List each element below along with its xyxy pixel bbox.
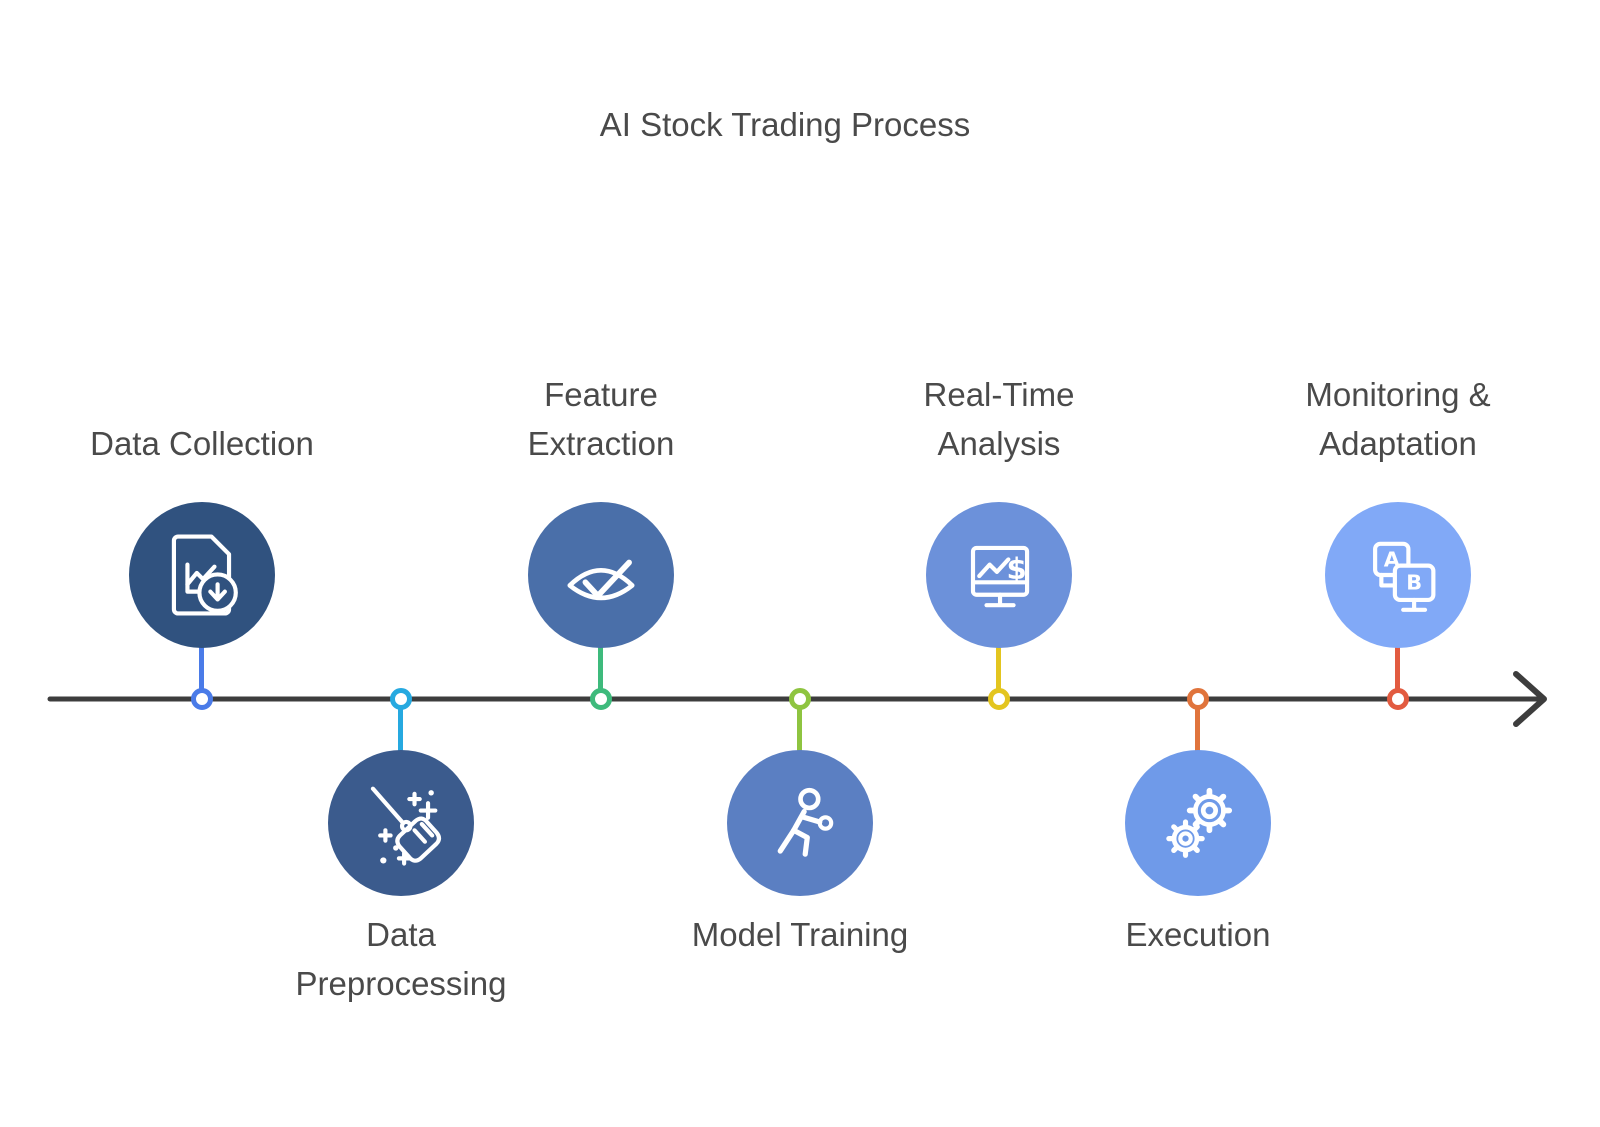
stage-icon-circle-data-collection bbox=[129, 502, 275, 648]
stage-icon-circle-feature-extraction bbox=[528, 502, 674, 648]
stage-label-data-collection: Data Collection bbox=[90, 425, 314, 462]
timeline-node bbox=[590, 688, 612, 710]
timeline-node bbox=[191, 688, 213, 710]
dollar-sign: $ bbox=[1007, 552, 1027, 586]
ab-test-monitors-icon: A B bbox=[1373, 541, 1436, 612]
broom-clean-icon bbox=[370, 786, 442, 866]
stage-label-monitoring-adaptation: Monitoring & Adaptation bbox=[1305, 376, 1491, 462]
monitor-chart-dollar-icon: $ bbox=[970, 545, 1030, 608]
stage-icon-circle-execution bbox=[1125, 750, 1271, 896]
stage-connector bbox=[996, 646, 1001, 700]
stage-icon-circle-data-preprocessing bbox=[328, 750, 474, 896]
timeline-node bbox=[390, 688, 412, 710]
timeline-node bbox=[789, 688, 811, 710]
stage-connector bbox=[1395, 646, 1400, 700]
stage-label-feature-extraction: Feature Extraction bbox=[527, 376, 675, 462]
stage-label-real-time-analysis: Real-Time Analysis bbox=[923, 376, 1075, 462]
stage-icon-circle-monitoring-adaptation: A B bbox=[1325, 502, 1471, 648]
stage-connector bbox=[797, 699, 802, 752]
stage-label-execution: Execution bbox=[1125, 916, 1271, 953]
stage-icon-circle-model-training bbox=[727, 750, 873, 896]
eye-check-icon bbox=[567, 559, 635, 601]
stage-connector bbox=[199, 646, 204, 700]
stage-connector bbox=[598, 646, 603, 700]
stage-connector bbox=[1195, 699, 1200, 752]
timeline-node bbox=[1387, 688, 1409, 710]
letter-b: B bbox=[1406, 571, 1422, 595]
person-training-icon bbox=[777, 787, 834, 857]
timeline-arrowhead-icon bbox=[1513, 671, 1547, 727]
diagram-title: AI Stock Trading Process bbox=[599, 106, 971, 143]
timeline-node bbox=[988, 688, 1010, 710]
stage-icon-circle-real-time-analysis: $ bbox=[926, 502, 1072, 648]
stage-connector bbox=[398, 699, 403, 752]
timeline-node bbox=[1187, 688, 1209, 710]
document-chart-download-icon bbox=[171, 534, 238, 616]
gears-icon bbox=[1166, 787, 1233, 858]
stage-label-data-preprocessing: Data Preprocessing bbox=[295, 916, 507, 1002]
stage-label-model-training: Model Training bbox=[691, 916, 909, 953]
